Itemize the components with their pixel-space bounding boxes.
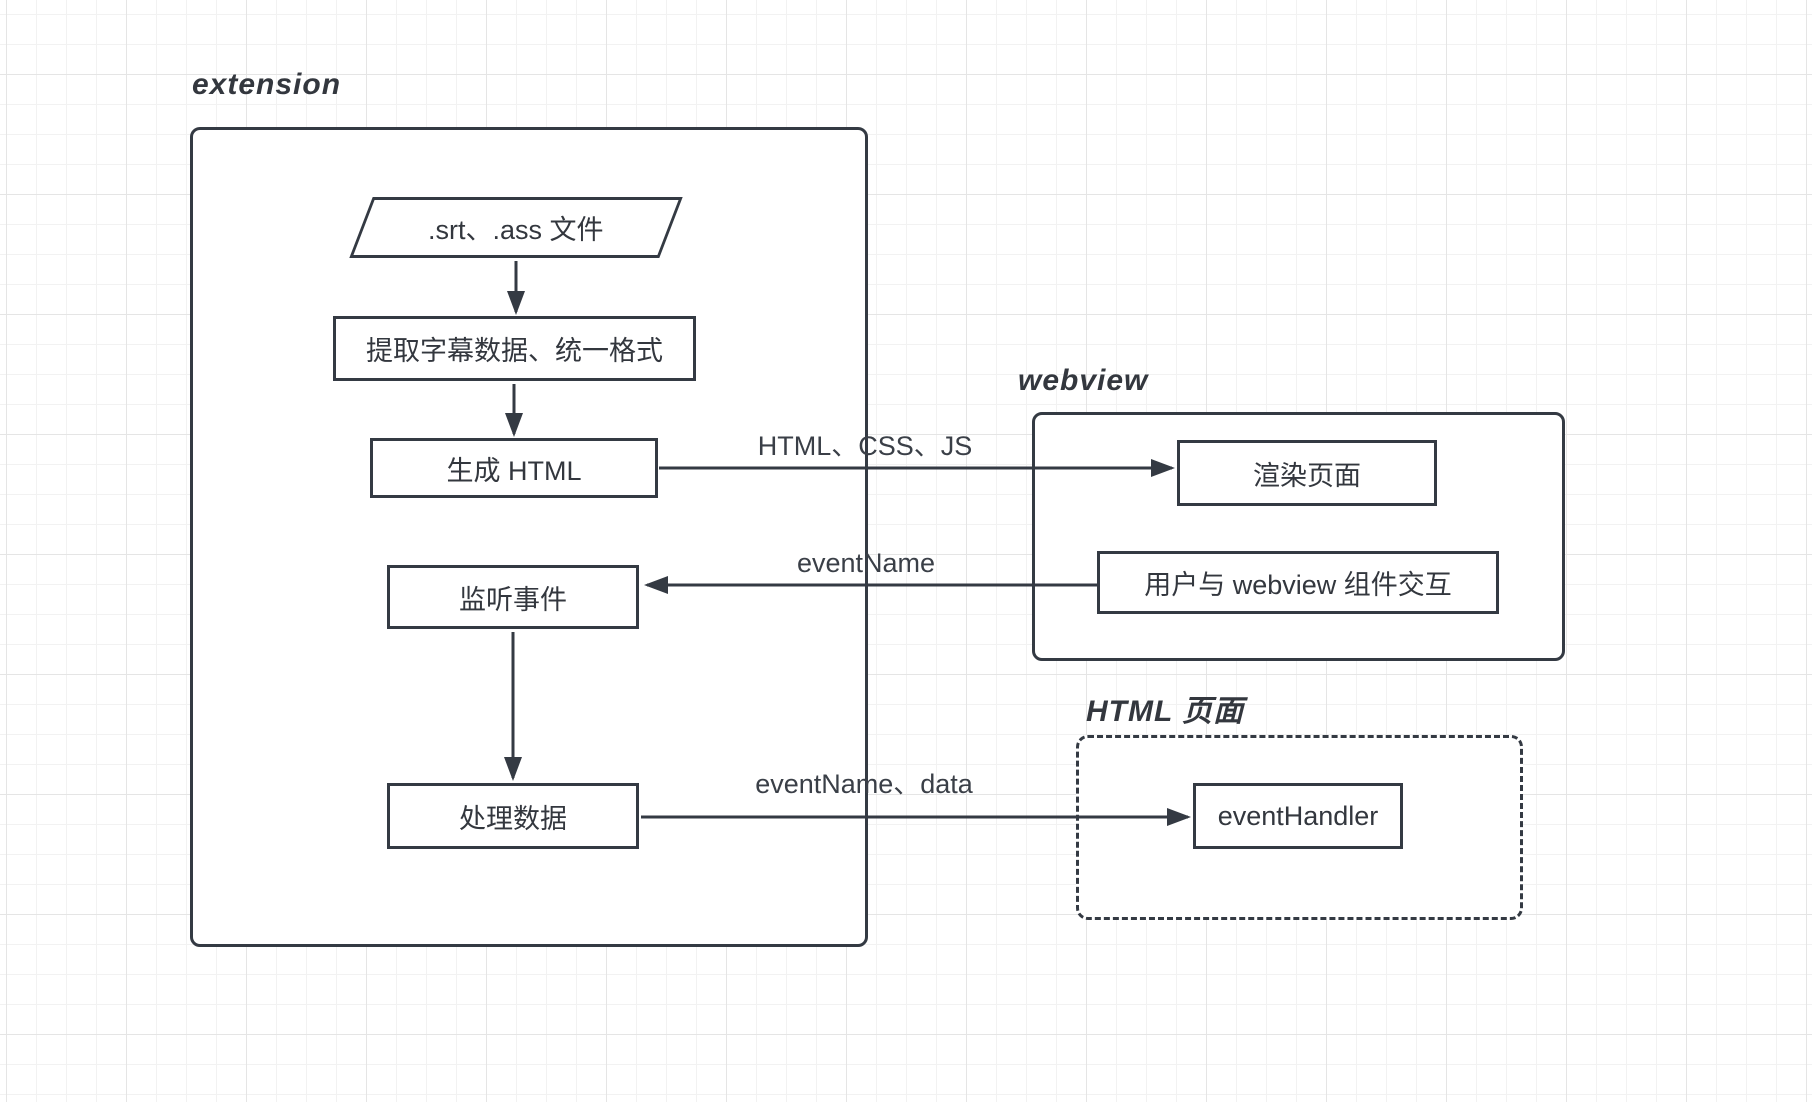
node-generate-html: 生成 HTML xyxy=(370,438,658,498)
node-process-data: 处理数据 xyxy=(387,783,639,849)
webview-group-label: webview xyxy=(1018,364,1149,397)
edge-label-html-css-js: HTML、CSS、JS xyxy=(757,431,973,461)
html-page-group-label: HTML 页面 xyxy=(1086,695,1245,728)
node-render-page: 渲染页面 xyxy=(1177,440,1437,506)
node-listen-events: 监听事件 xyxy=(387,565,639,629)
node-event-handler: eventHandler xyxy=(1193,783,1403,849)
edge-label-eventname: eventName xyxy=(796,548,936,578)
node-user-interaction: 用户与 webview 组件交互 xyxy=(1097,551,1499,614)
node-subtitle-files-label: .srt、.ass 文件 xyxy=(428,215,604,245)
edge-label-eventname-data: eventName、data xyxy=(755,769,973,799)
extension-group-label: extension xyxy=(192,68,342,101)
node-extract-format: 提取字幕数据、统一格式 xyxy=(333,316,696,381)
node-subtitle-files: .srt、.ass 文件 xyxy=(349,197,683,258)
